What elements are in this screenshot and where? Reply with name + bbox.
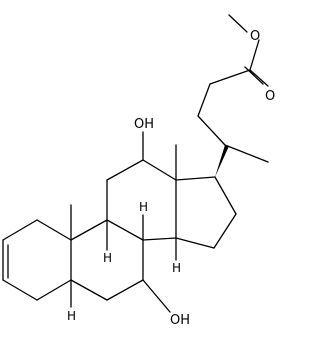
- hashed-wedge-bond: [215, 145, 229, 177]
- bond: [36, 279, 72, 301]
- carbonyl-oxygen-label: O: [265, 89, 275, 104]
- bond: [249, 39, 260, 71]
- bond: [224, 144, 269, 163]
- bond: [70, 219, 108, 241]
- ester-oxygen-label: O: [250, 29, 260, 44]
- bond: [2, 279, 38, 301]
- hydroxyl-7-label: OH: [170, 313, 190, 328]
- bond: [70, 279, 108, 301]
- bond: [213, 213, 237, 249]
- hydrogen-8-label: H: [139, 200, 148, 214]
- bond: [228, 14, 248, 33]
- bond: [197, 115, 226, 146]
- bond: [142, 237, 177, 241]
- bond: [209, 69, 251, 85]
- hydrogen-9-label: H: [103, 251, 112, 265]
- bond: [175, 176, 216, 181]
- bond: [175, 237, 215, 249]
- bond: [249, 69, 269, 87]
- hydrogen-14-label: H: [172, 261, 181, 275]
- structure-diagram: O O OH OH H H H H: [2, 14, 275, 328]
- hydrogen-5-label: H: [67, 309, 76, 323]
- bond: [106, 219, 144, 241]
- hydroxyl-12-label: OH: [134, 117, 154, 132]
- bond: [197, 83, 211, 117]
- bond: [106, 159, 144, 181]
- molecule-svg: O O OH OH H H H H: [2, 14, 275, 328]
- bond: [106, 279, 144, 301]
- bond: [2, 219, 38, 241]
- bond: [244, 66, 264, 85]
- bond: [142, 159, 177, 181]
- bond: [36, 219, 72, 241]
- bond: [214, 176, 237, 215]
- bond: [142, 279, 171, 313]
